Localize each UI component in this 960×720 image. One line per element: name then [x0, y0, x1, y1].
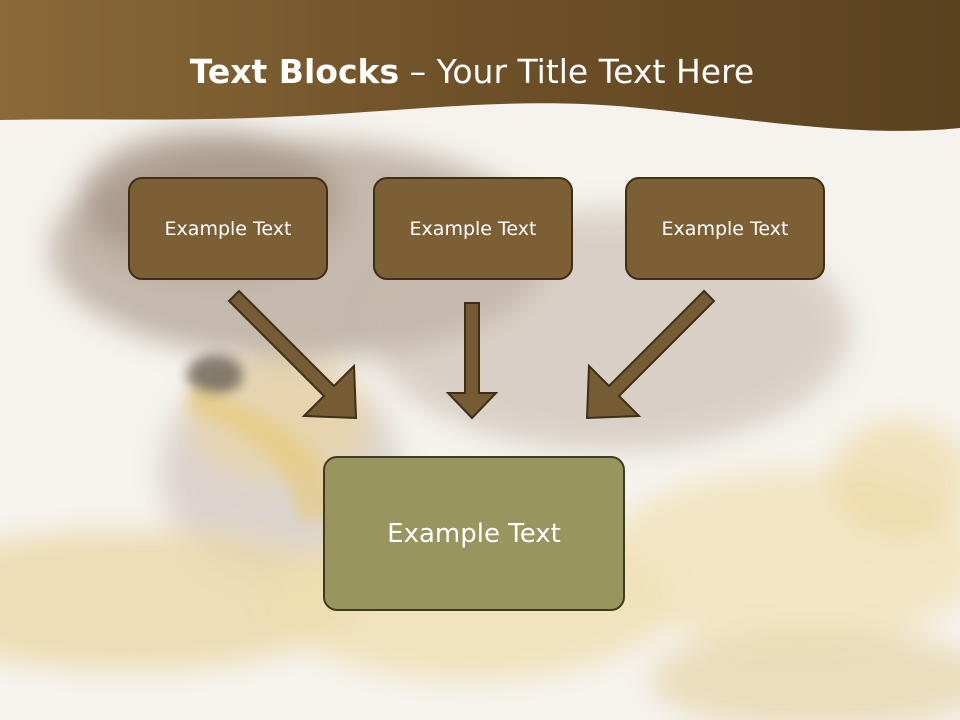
text-block-2-label: Example Text — [409, 217, 537, 240]
text-block-3-label: Example Text — [661, 217, 789, 240]
text-block-3[interactable]: Example Text — [625, 177, 825, 280]
title-normal: Your Title Text Here — [436, 52, 755, 91]
text-block-2[interactable]: Example Text — [373, 177, 573, 280]
title-separator: – — [399, 52, 437, 91]
text-block-1[interactable]: Example Text — [128, 177, 328, 280]
arrow-down-right-icon — [227, 289, 358, 420]
target-block[interactable]: Example Text — [323, 456, 625, 611]
text-block-1-label: Example Text — [164, 217, 292, 240]
title-bold: Text Blocks — [189, 52, 400, 91]
arrow-down-left-icon — [585, 289, 716, 420]
arrow-down-icon — [445, 302, 499, 420]
target-block-label: Example Text — [387, 518, 561, 549]
slide-title: Text Blocks – Your Title Text Here — [0, 52, 944, 91]
